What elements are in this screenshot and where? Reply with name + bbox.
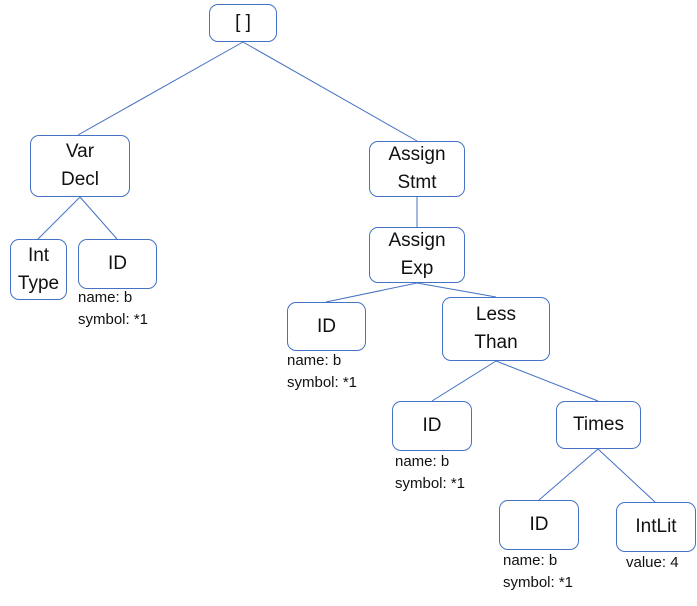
node-assign-exp: Assign Exp xyxy=(369,227,465,283)
attr-id-lt-name: name: b xyxy=(395,453,450,470)
node-id-decl-label: ID xyxy=(108,253,127,274)
node-root: [ ] xyxy=(209,4,277,42)
node-var-decl-line-1: Var xyxy=(65,141,95,162)
attr-id-lt-symbol: symbol: *1 xyxy=(395,475,466,492)
node-id-times: ID xyxy=(499,500,579,550)
edge-root-var-decl xyxy=(77,41,244,136)
attr-id-lhs-name: name: b xyxy=(287,352,342,369)
node-var-decl-line-2: Decl xyxy=(60,169,99,190)
node-times-label: Times xyxy=(572,414,625,435)
node-id-lhs-label: ID xyxy=(317,315,336,337)
attr-id-decl-symbol: symbol: *1 xyxy=(78,311,149,328)
attr-int-lit: value: 4 xyxy=(626,552,679,574)
node-id-lhs: ID xyxy=(287,302,366,351)
node-root-label: [ ] xyxy=(235,12,251,33)
attr-id-times-name: name: b xyxy=(503,552,558,569)
attr-id-decl: name: b symbol: *1 xyxy=(78,287,148,331)
node-assign-stmt-line-1: Assign xyxy=(388,144,446,165)
attr-id-decl-name: name: b xyxy=(78,289,133,306)
node-int-lit-label: IntLit xyxy=(635,516,677,537)
node-id-times-label: ID xyxy=(529,514,549,535)
edge-assign-exp-id xyxy=(325,282,418,303)
edge-times-intlit xyxy=(597,448,656,503)
edge-less-than-id xyxy=(431,360,497,402)
node-assign-stmt-line-2: Stmt xyxy=(397,172,437,193)
node-less-than: Less Than xyxy=(442,297,550,361)
edge-less-than-times xyxy=(495,360,599,402)
node-var-decl: Var Decl xyxy=(30,135,130,197)
node-int-type-line-2: Type xyxy=(17,272,60,294)
node-times: Times xyxy=(556,401,641,449)
node-int-lit: IntLit xyxy=(616,502,696,552)
edge-root-assign-stmt xyxy=(242,41,418,142)
node-id-decl: ID xyxy=(78,239,157,289)
attr-id-times: name: b symbol: *1 xyxy=(503,550,573,594)
node-int-type: Int Type xyxy=(10,239,67,300)
node-assign-stmt: Assign Stmt xyxy=(369,141,465,197)
edge-assign-exp-less-than xyxy=(416,282,497,298)
attr-id-lhs-symbol: symbol: *1 xyxy=(287,374,358,391)
attr-id-times-symbol: symbol: *1 xyxy=(503,574,574,591)
node-id-lt-label: ID xyxy=(422,415,442,436)
attr-id-lt: name: b symbol: *1 xyxy=(395,451,465,495)
edge-var-decl-int-type xyxy=(37,196,81,240)
attr-id-lhs: name: b symbol: *1 xyxy=(287,350,357,394)
attr-int-lit-value: value: 4 xyxy=(626,554,679,571)
node-assign-exp-line-2: Exp xyxy=(400,258,434,279)
node-less-than-line-2: Than xyxy=(474,332,518,353)
node-id-lt: ID xyxy=(392,401,472,451)
node-less-than-line-1: Less xyxy=(475,304,517,325)
node-int-type-line-1: Int xyxy=(27,244,50,266)
edge-var-decl-id xyxy=(79,196,118,240)
node-assign-exp-line-1: Assign xyxy=(388,230,446,251)
edge-times-id xyxy=(538,448,599,501)
